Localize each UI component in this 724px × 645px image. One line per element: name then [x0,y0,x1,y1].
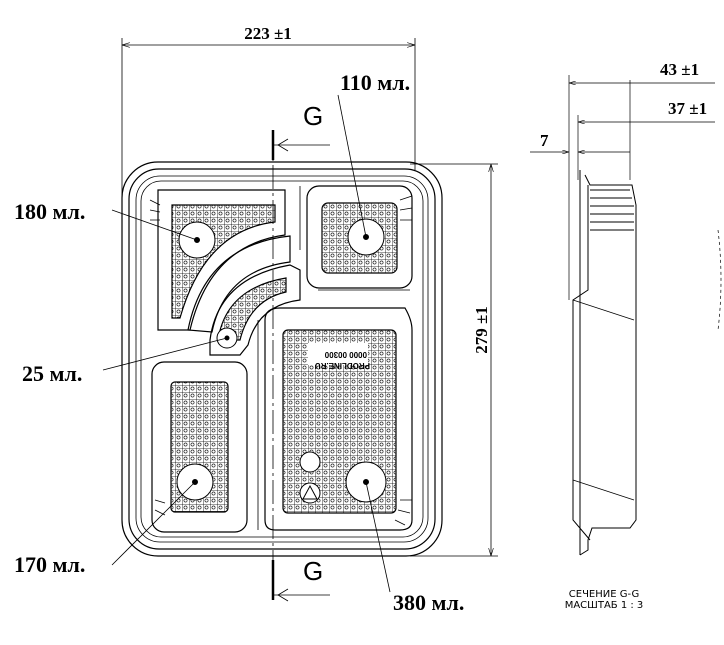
section-view [530,75,722,556]
leader-lines [102,94,391,593]
rim-value: 7 [540,131,549,150]
height-dimension [410,163,498,557]
svg-text:0000 00300: 0000 00300 [324,350,367,359]
emboss-brand-logo: 0000 00300 PRODLINE.RU [299,343,370,504]
label-380ml: 380 мл. [393,590,464,615]
label-180ml: 180 мл. [14,199,85,224]
width-value: 223 ±1 [244,24,292,43]
label-110ml: 110 мл. [340,70,410,95]
height-value: 279 ±1 [472,306,491,354]
section-caption-title: СЕЧЕНИЕ G-G [569,589,639,600]
label-170ml: 170 мл. [14,552,85,577]
tray-plan-view [121,161,443,557]
svg-text:PRODLINE.RU: PRODLINE.RU [315,361,370,370]
depth-inner-value: 37 ±1 [668,99,707,118]
section-marker-top: G [303,101,323,131]
section-marker-bottom: G [303,556,323,586]
section-caption-scale: МАСШТАБ 1 : 3 [565,600,644,611]
section-line [271,130,330,602]
depth-total-value: 43 ±1 [660,60,699,79]
width-dimension [121,38,416,200]
label-25ml: 25 мл. [22,361,82,386]
